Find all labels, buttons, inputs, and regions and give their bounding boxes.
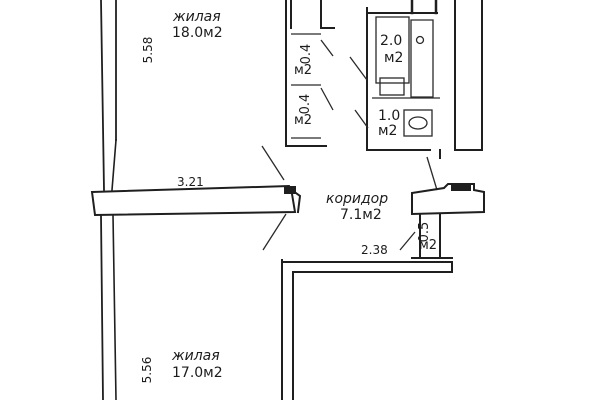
room-area: 7.1м2 [340, 207, 382, 223]
room-living-top: жилая 18.0м2 [172, 9, 223, 41]
bathroom-block [349, 0, 440, 151]
room-name: жилая [171, 348, 220, 364]
room-area: 17.0м2 [172, 365, 223, 381]
room-value: 0.4 [298, 94, 313, 115]
room-value: 0.4 [299, 44, 314, 65]
room-value: 0.5 [417, 222, 432, 243]
room-area: 18.0м2 [172, 25, 223, 41]
room-unit: м2 [294, 63, 312, 78]
door-swings [261, 145, 438, 251]
room-bathroom: 2.0 м2 [380, 33, 403, 66]
corridor-walls [281, 183, 485, 400]
dimension-corridor-width: 2.38 [361, 243, 388, 257]
room-value: 2.0 [380, 33, 402, 49]
room-unit: м2 [378, 123, 397, 139]
room-name: жилая [172, 9, 221, 25]
dimension-bottom-height: 5.56 [140, 357, 154, 384]
closet-column [285, 0, 335, 147]
room-closet-3: 0.5 м2 [417, 222, 437, 253]
room-corridor: коридор 7.1м2 [326, 191, 388, 223]
room-toilet: 1.0 м2 [378, 108, 400, 139]
room-closet-2: 0.4 м2 [294, 94, 313, 128]
dimension-wall-width: 3.21 [177, 175, 204, 189]
room-name: коридор [326, 191, 388, 207]
outer-left-wall [100, 0, 117, 400]
right-wall [439, 0, 483, 159]
room-unit: м2 [384, 50, 403, 66]
dimension-top-height: 5.58 [141, 37, 155, 64]
room-closet-1: 0.4 м2 [294, 44, 314, 78]
room-unit: м2 [419, 238, 437, 253]
partition-wall [90, 184, 302, 217]
room-value: 1.0 [378, 108, 400, 124]
room-living-bottom: жилая 17.0м2 [171, 348, 223, 381]
room-unit: м2 [294, 113, 312, 128]
